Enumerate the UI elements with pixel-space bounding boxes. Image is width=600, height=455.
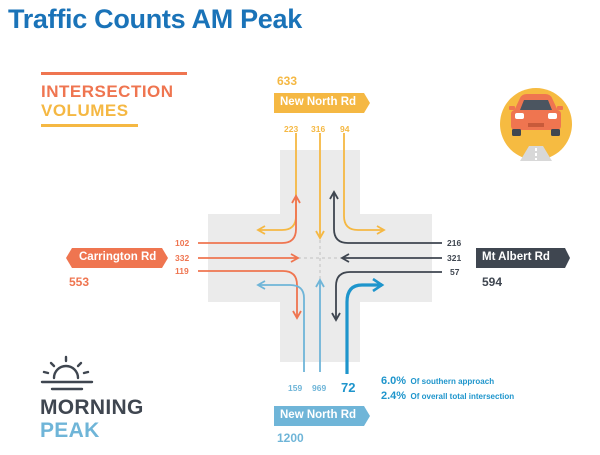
east-road-banner: [476, 248, 570, 268]
west-right-count: 119: [175, 266, 189, 276]
highlight-2-text: Of overall total intersection: [410, 392, 515, 401]
north-road-label: New North Rd: [280, 96, 357, 108]
south-through-count: 969: [312, 383, 327, 393]
north-through-count: 316: [311, 124, 326, 134]
west-left-turn-arrow: [198, 194, 301, 244]
north-right-count: 94: [340, 124, 350, 134]
south-road-label: New North Rd: [280, 409, 357, 421]
highlight-1-value: 6.0%: [381, 375, 407, 387]
north-total: 633: [277, 74, 298, 88]
north-right-turn-arrow: [343, 133, 386, 235]
legend-underline: [41, 124, 138, 127]
south-left-turn-arrow: [256, 280, 305, 372]
west-road-banner: [66, 248, 168, 268]
highlight-line-1: 6.0% Of southern approach: [381, 371, 494, 389]
legend-rule: [41, 72, 187, 75]
east-road-label: Mt Albert Rd: [482, 251, 550, 263]
east-through-count: 321: [447, 253, 462, 263]
south-left-count: 159: [288, 383, 303, 393]
north-left-count: 223: [284, 124, 299, 134]
west-through-count: 332: [175, 253, 190, 263]
west-total: 553: [69, 275, 90, 289]
north-road-banner: [274, 93, 370, 113]
highlight-2-value: 2.4%: [381, 390, 407, 402]
highlight-line-2: 2.4% Of overall total intersection: [381, 386, 514, 404]
south-road-banner: [274, 406, 370, 426]
page-title: Traffic Counts AM Peak: [8, 4, 302, 34]
legend-line-2: VOLUMES: [41, 101, 129, 120]
sunrise-icon: [40, 355, 94, 391]
south-right-count-highlight: 72: [341, 380, 356, 395]
car-icon: [500, 88, 572, 161]
south-right-turn-arrow-highlight: [345, 285, 382, 374]
west-right-turn-arrow: [198, 270, 302, 320]
east-right-turn-arrow: [331, 271, 442, 322]
west-road-label: Carrington Rd: [79, 251, 157, 263]
legend-line-1: INTERSECTION: [41, 82, 174, 101]
east-left-count: 216: [447, 238, 462, 248]
highlight-1-text: Of southern approach: [410, 377, 495, 386]
east-total: 594: [482, 275, 503, 289]
south-total: 1200: [277, 431, 304, 445]
west-left-count: 102: [175, 238, 190, 248]
east-left-turn-arrow: [329, 190, 442, 244]
peak-line-1: MORNING: [40, 396, 144, 419]
east-right-count: 57: [450, 267, 460, 277]
peak-line-2: PEAK: [40, 419, 100, 442]
